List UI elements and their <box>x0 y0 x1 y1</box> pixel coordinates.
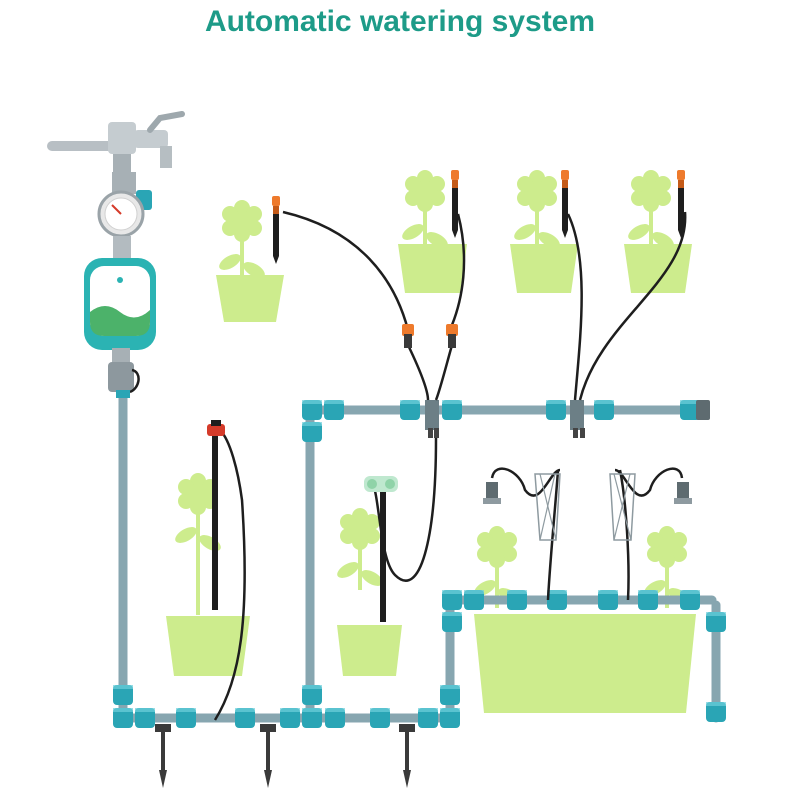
water-timer-icon <box>84 258 156 398</box>
flower-icon <box>399 170 451 252</box>
dripper-icon <box>677 170 685 238</box>
dripper-icon <box>561 170 569 238</box>
ground-stake-icon <box>155 724 171 788</box>
flower-icon <box>511 170 563 252</box>
pot-bottom-left <box>166 473 250 676</box>
drip-tubes <box>213 210 687 721</box>
dripper-icon <box>451 170 459 238</box>
ground-stake-icon <box>399 724 415 788</box>
ground-stake-icon <box>260 724 276 788</box>
pot-top-1 <box>398 170 467 293</box>
faucet-icon <box>108 111 185 174</box>
planter-box <box>471 526 696 713</box>
pot-top-left <box>216 200 284 322</box>
tube-connectors <box>402 324 458 348</box>
end-cap <box>696 400 710 420</box>
flower-icon <box>334 508 386 590</box>
sprinkler-icon <box>364 476 398 622</box>
dripper-icon <box>272 196 280 264</box>
flower-icon <box>216 200 268 282</box>
sprinkler-icon <box>207 420 225 610</box>
page-title: Automatic watering system <box>204 5 596 38</box>
mist-sprayers <box>483 473 692 541</box>
pot-top-2 <box>510 170 578 293</box>
main-pipes <box>47 141 721 723</box>
pot-middle <box>334 508 402 676</box>
pressure-gauge-icon <box>97 172 152 258</box>
flower-icon <box>625 170 677 252</box>
tees <box>425 400 585 438</box>
